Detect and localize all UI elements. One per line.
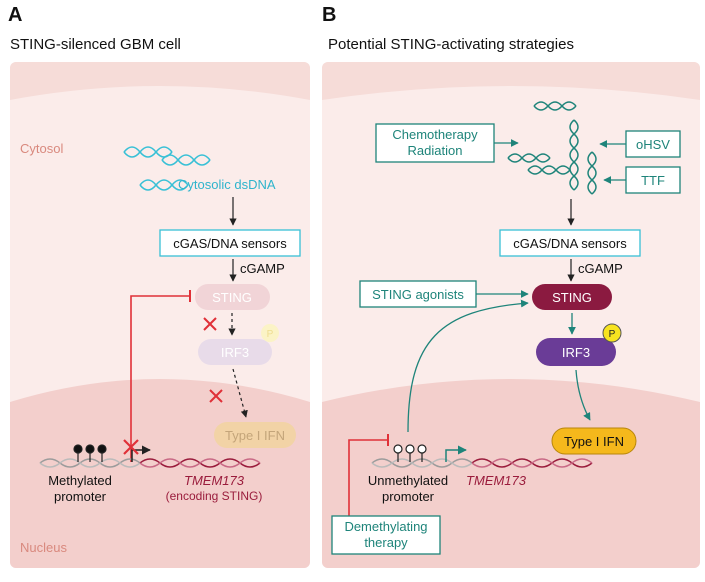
blocked-x-icon xyxy=(209,389,223,403)
cytosolic-dsdna-icon xyxy=(123,146,211,191)
sting-agonists-label: STING agonists xyxy=(372,287,464,302)
ifn-pill-inactive xyxy=(214,422,296,448)
unmethylated-site-icon xyxy=(393,444,427,462)
methyl-group-icon xyxy=(73,444,107,462)
cgamp-label-b: cGAMP xyxy=(578,261,623,276)
chemo-label: Chemotherapy xyxy=(392,127,478,142)
irf3-label-a: IRF3 xyxy=(221,345,249,360)
phosphate-label-b: P xyxy=(609,329,616,340)
demethylating-label-1: Demethylating xyxy=(344,519,427,534)
panel-b-title: Potential STING-activating strategies xyxy=(328,36,574,53)
irf3-label-b: IRF3 xyxy=(562,345,590,360)
sting-label-b: STING xyxy=(552,290,592,305)
ttf-label: TTF xyxy=(641,173,665,188)
ifn-pill-active xyxy=(551,427,637,455)
panel-a-letter: A xyxy=(8,4,23,26)
dsdna-cluster-icon-b xyxy=(507,101,597,195)
cgas-sensor-label-a: cGAS/DNA sensors xyxy=(173,236,287,251)
sting-pill-inactive xyxy=(195,284,270,310)
demethylating-therapy-box xyxy=(331,515,441,555)
demethylation-line xyxy=(348,439,388,518)
irf3-pill-inactive xyxy=(198,339,272,365)
phosphate-icon-a xyxy=(261,324,279,342)
transcription-start-icon-a xyxy=(131,445,151,462)
sting-label-a: STING xyxy=(212,290,252,305)
dsdna-label: Cytosolic dsDNA xyxy=(178,177,276,192)
panel-a-title: STING-silenced GBM cell xyxy=(10,36,181,53)
nucleus-label: Nucleus xyxy=(20,540,67,555)
cgas-sensor-label-b: cGAS/DNA sensors xyxy=(513,236,627,251)
chemo-radiation-box xyxy=(375,123,495,163)
panel-b-letter: B xyxy=(322,4,337,26)
ifn-label-b: Type I IFN xyxy=(564,434,624,449)
cgamp-label-a: cGAMP xyxy=(240,261,285,276)
sting-pill-active xyxy=(532,284,612,310)
promoter-label-b1: Unmethylated xyxy=(368,473,448,488)
blocked-x-icon xyxy=(203,317,217,331)
transcription-start-icon-b xyxy=(445,445,467,462)
cgas-sensor-box-a xyxy=(159,229,301,257)
gene-sub-label-a: (encoding STING) xyxy=(166,489,263,503)
inhibition-line-a xyxy=(130,295,190,462)
gene-label-b: TMEM173 xyxy=(466,473,527,488)
demethylating-label-2: therapy xyxy=(364,535,408,550)
radiation-label: Radiation xyxy=(408,143,463,158)
phosphate-icon-b xyxy=(602,323,622,343)
cgas-sensor-box-b xyxy=(499,229,641,257)
ohsv-label: oHSV xyxy=(636,137,670,152)
promoter-label-b2: promoter xyxy=(382,489,435,504)
ifn-label-a: Type I IFN xyxy=(225,428,285,443)
activation-curve-b xyxy=(407,299,529,433)
promoter-label-a2: promoter xyxy=(54,489,107,504)
promoter-label-a1: Methylated xyxy=(48,473,112,488)
phosphate-label-a: P xyxy=(267,329,274,340)
gene-label-a: TMEM173 xyxy=(184,473,245,488)
irf3-pill-active xyxy=(536,338,616,366)
blocked-x-icon xyxy=(123,439,139,455)
ohsv-box xyxy=(625,130,681,158)
sting-agonists-box xyxy=(359,280,477,308)
cytosol-label: Cytosol xyxy=(20,141,63,156)
